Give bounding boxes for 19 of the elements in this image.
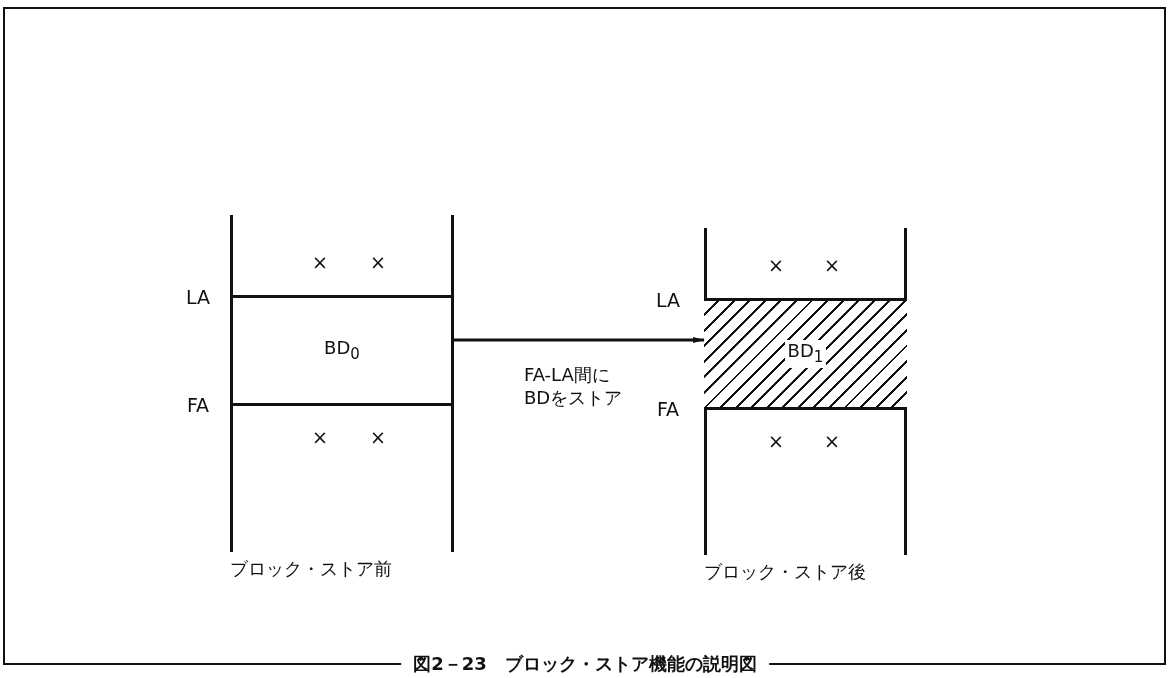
- address-label: FA: [186, 394, 210, 416]
- address-label: ×: [768, 430, 784, 452]
- figure-caption: 図2－23 ブロック・ストア機能の説明図: [401, 652, 769, 676]
- address-label: ×: [312, 251, 328, 273]
- block-label: BD$_{0}$: [324, 336, 360, 365]
- memory-block: [230, 295, 454, 406]
- column-caption: ブロック・ストア後: [704, 561, 866, 583]
- address-label: ×: [312, 426, 328, 448]
- arrow: [454, 337, 705, 343]
- address-label: ×: [824, 430, 840, 452]
- address-label: ×: [370, 251, 386, 273]
- address-label: ×: [768, 254, 784, 276]
- address-label: ×: [824, 254, 840, 276]
- address-label: LA: [186, 286, 210, 308]
- block-label: BD$_{1}$: [784, 340, 827, 368]
- column-caption: ブロック・ストア前: [230, 558, 392, 580]
- address-label: LA: [656, 289, 680, 311]
- address-label: ×: [370, 426, 386, 448]
- address-label: FA: [656, 398, 680, 420]
